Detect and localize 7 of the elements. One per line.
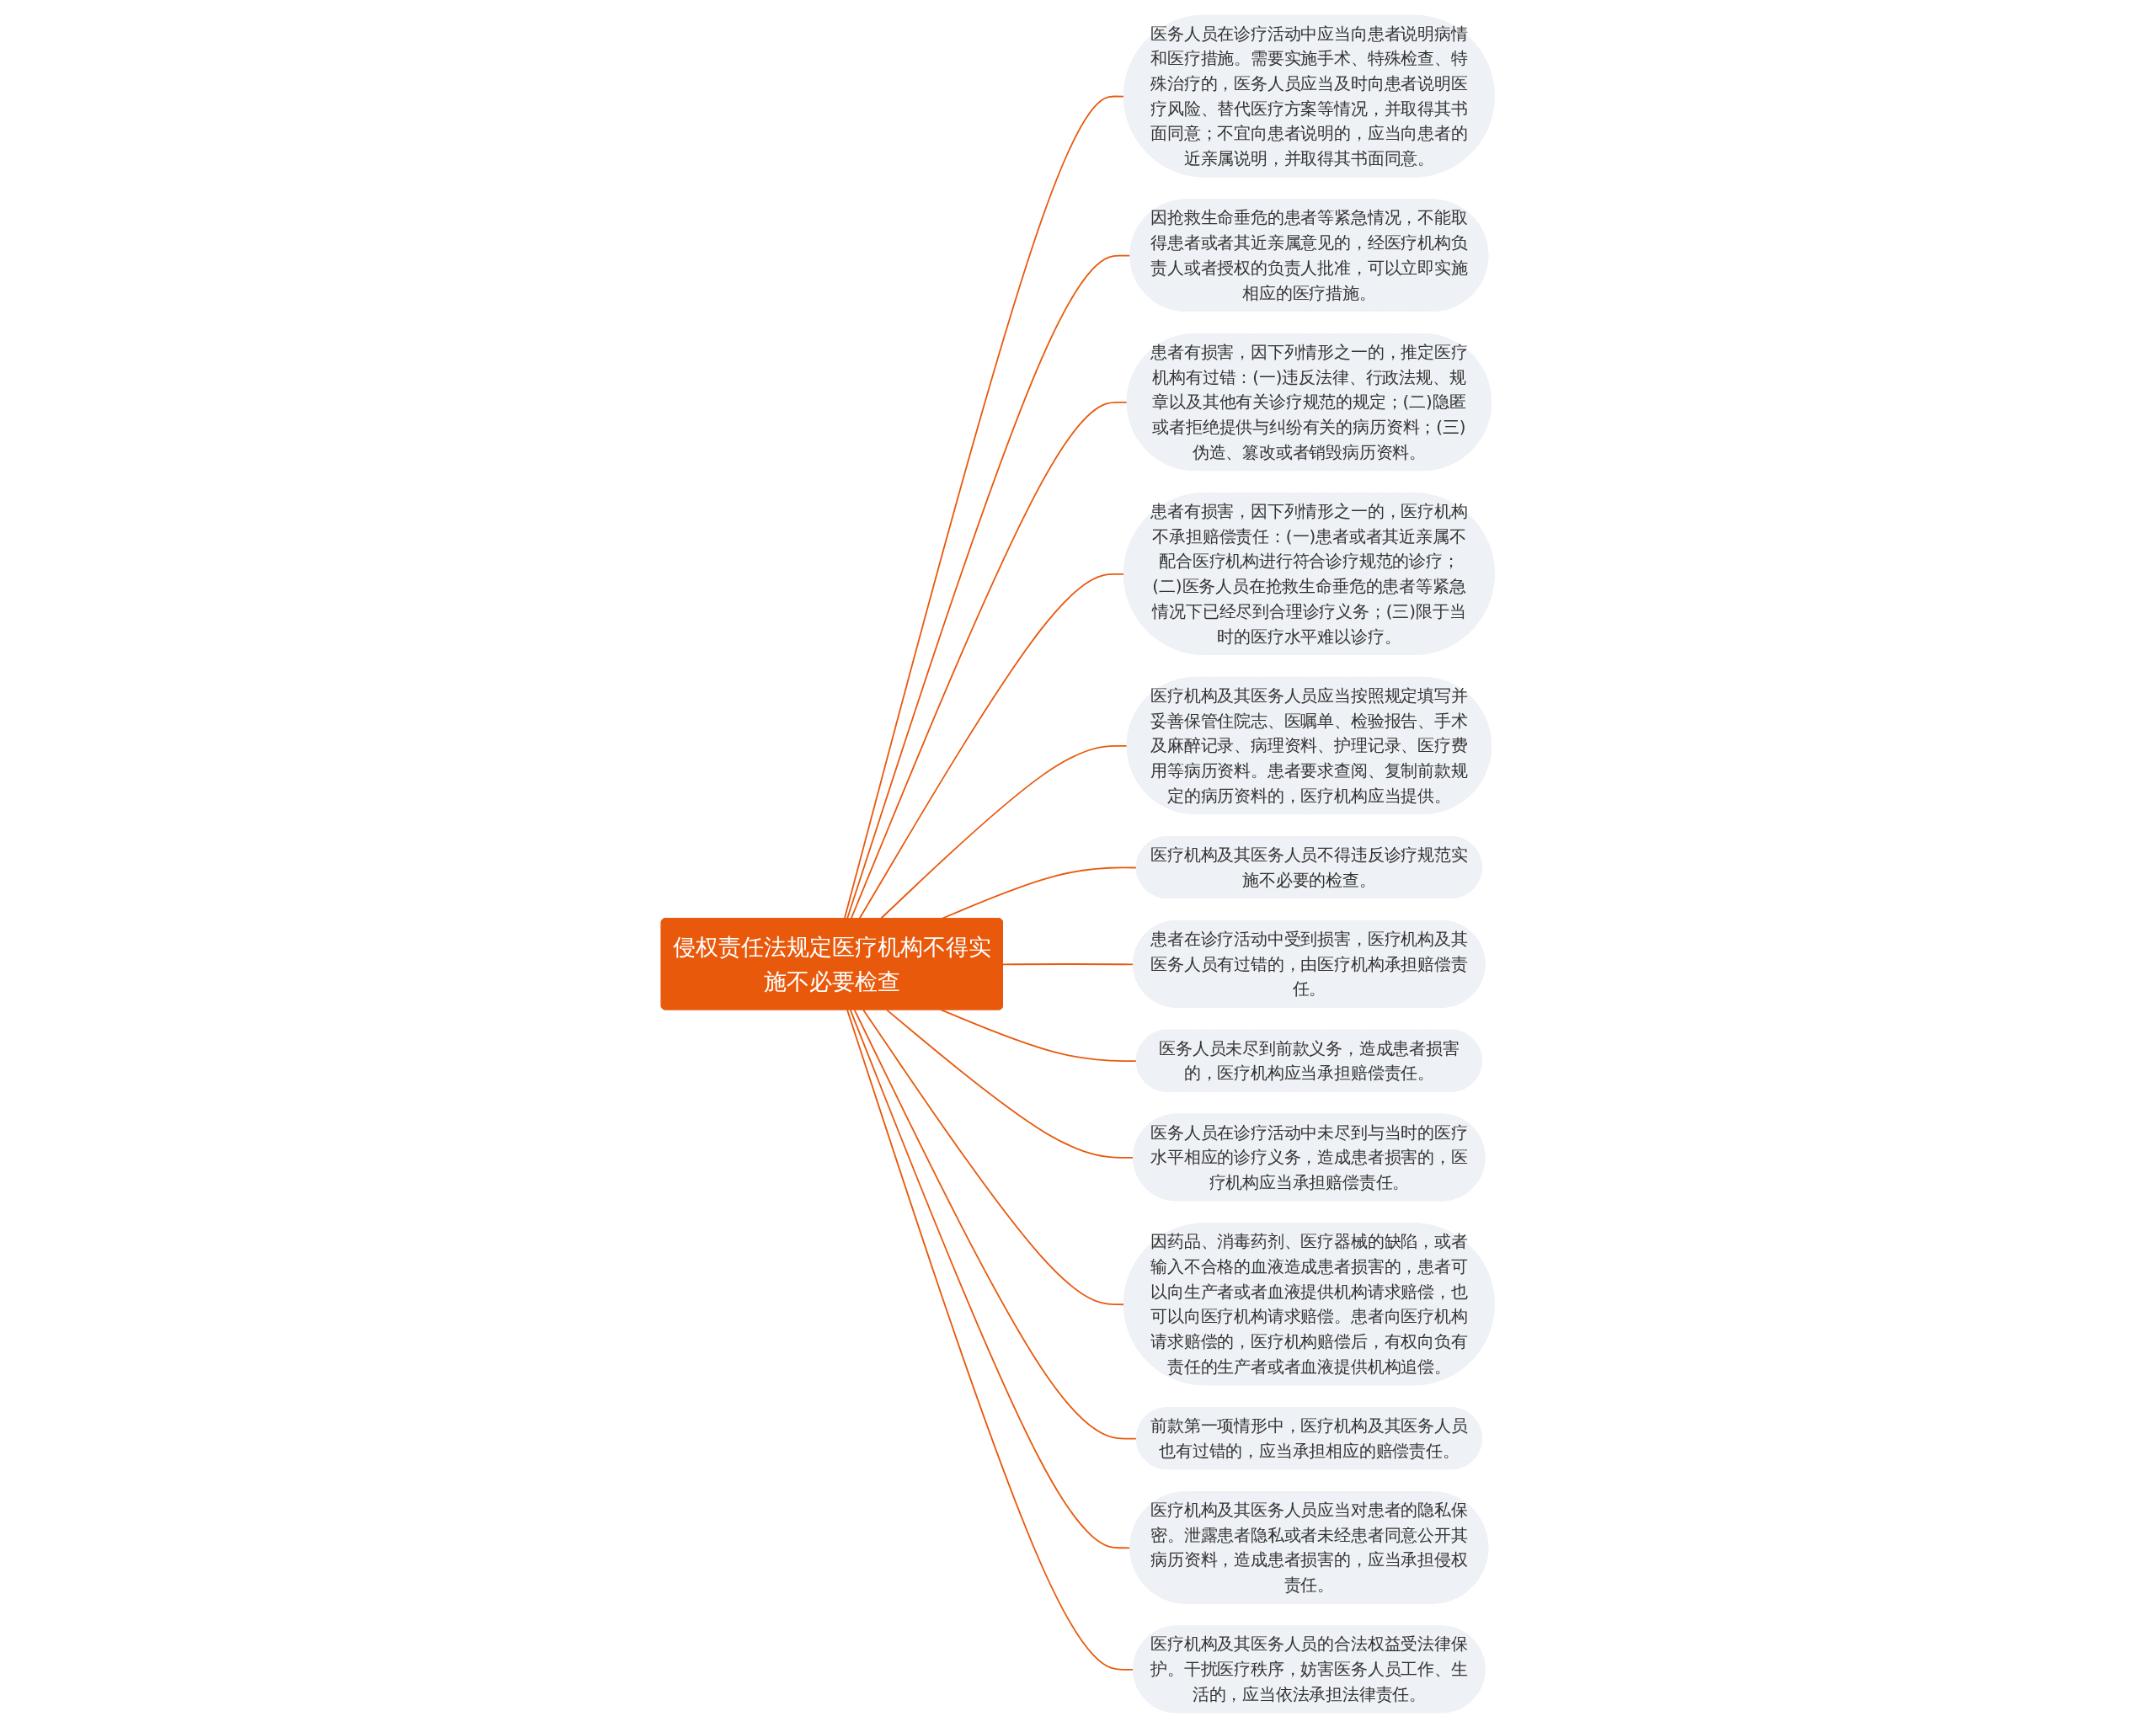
connector — [879, 744, 1129, 919]
connector — [1002, 962, 1135, 965]
connector — [846, 254, 1132, 919]
connector — [846, 1008, 1135, 1671]
connector — [850, 1008, 1132, 1548]
connector — [850, 401, 1129, 919]
connector — [886, 1008, 1135, 1159]
